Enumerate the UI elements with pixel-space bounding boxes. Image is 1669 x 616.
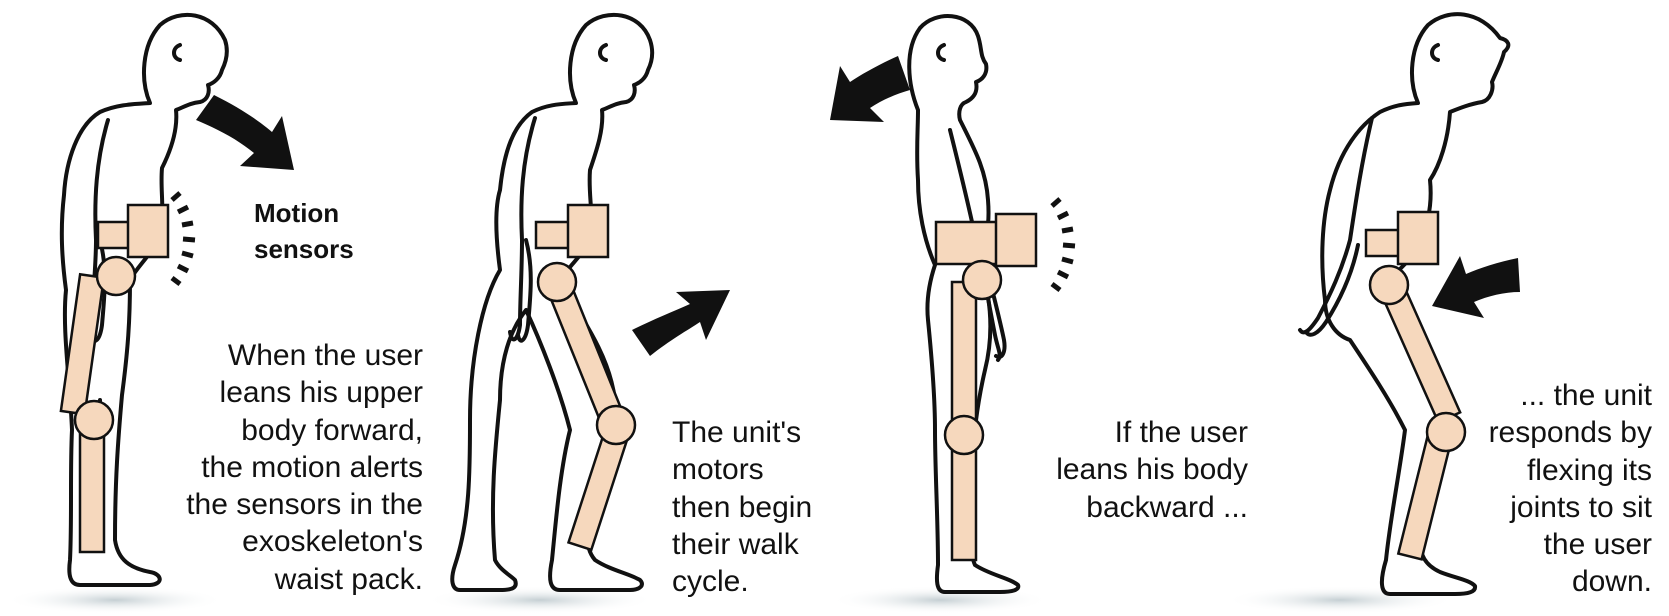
caption-4-line: flexing its [1489,452,1652,489]
caption-1-line: exoskeleton's [186,523,423,560]
caption-4-line: down. [1489,563,1652,600]
sensor-signal-3 [1052,199,1075,290]
caption-4-line: ... the unit [1489,377,1652,414]
caption-2-line: then begin [672,489,812,526]
motion-sensors-line-1: Motion [254,195,354,231]
arrow-walk-forward [632,290,730,356]
caption-3-line: backward ... [1056,489,1248,526]
exo-1-hip-joint [97,257,135,295]
caption-lean-backward: If the user leans his body backward ... [1056,414,1248,526]
exo-4-hip-joint [1370,266,1408,304]
caption-1-line: the sensors in the [186,486,423,523]
motion-sensors-label: Motion sensors [254,195,354,267]
arrow-lean-forward [196,95,294,170]
exo-3-hip-joint [963,261,1001,299]
arrow-lean-backward [830,56,910,122]
caption-3-line: If the user [1056,414,1248,451]
exo-3-knee-joint [945,416,983,454]
caption-walk-cycle: The unit's motors then begin their walk … [672,414,812,600]
exo-2-knee-joint [597,406,635,444]
caption-2-line: their walk [672,526,812,563]
caption-1-line: the motion alerts [186,449,423,486]
caption-4-line: joints to sit [1489,489,1652,526]
caption-4-line: the user [1489,526,1652,563]
caption-sit-down: ... the unit responds by flexing its joi… [1489,377,1652,601]
exo-1-knee-joint [75,401,113,439]
arrow-sit-down [1432,256,1520,318]
exo-3-waist-pack [996,214,1036,266]
caption-2-line: cycle. [672,563,812,600]
caption-2-line: motors [672,451,812,488]
exo-4-waist-pack [1398,212,1438,264]
caption-1-line: waist pack. [186,561,423,598]
caption-1-line: When the user [186,337,423,374]
exo-2-waist-pack [568,205,608,257]
exo-4-knee-joint [1427,413,1465,451]
exo-1-lower-bar [80,432,104,552]
sensor-signal-1 [172,193,195,284]
caption-lean-forward: When the user leans his upper body forwa… [186,337,423,598]
caption-1-line: leans his upper [186,374,423,411]
caption-1-line: body forward, [186,412,423,449]
caption-4-line: responds by [1489,414,1652,451]
exo-1-waist-pack [128,205,168,257]
exo-3-upper-bar [952,282,976,430]
exo-2-hip-joint [538,263,576,301]
caption-2-line: The unit's [672,414,812,451]
caption-3-line: leans his body [1056,451,1248,488]
exo-3-lower-bar [952,440,976,560]
motion-sensors-line-2: sensors [254,231,354,267]
